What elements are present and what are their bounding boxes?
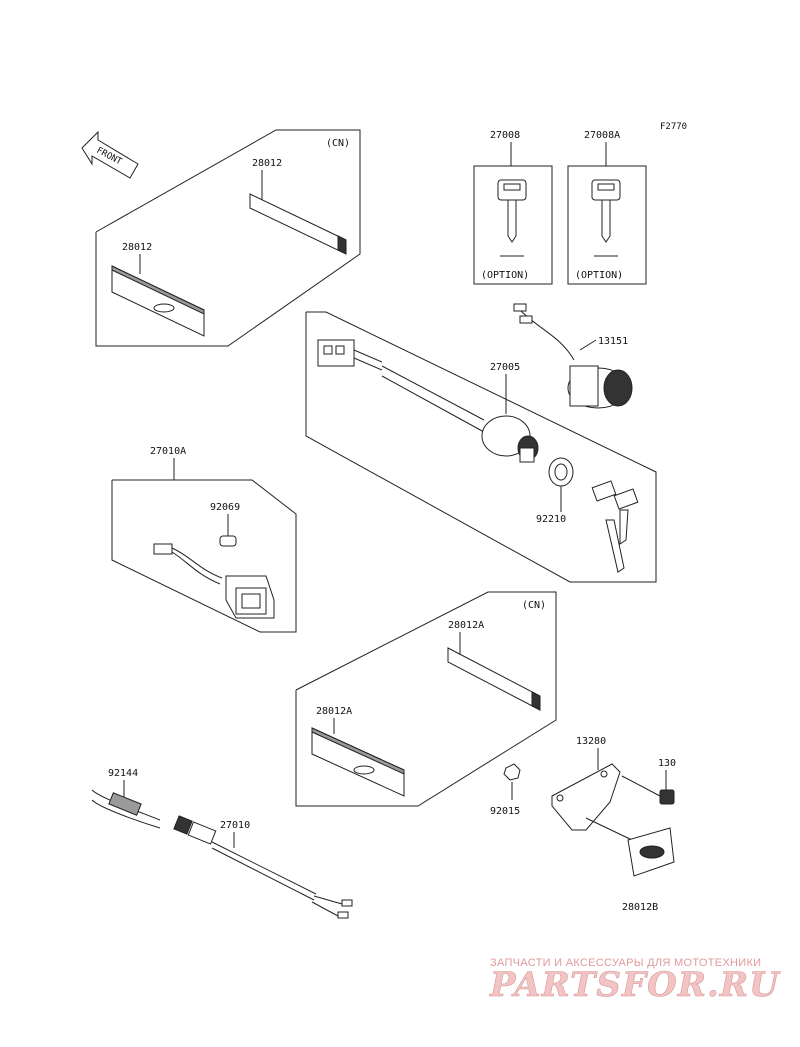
watermark-logo: PARTSFOR.RU xyxy=(489,965,781,1005)
key-box-27008 xyxy=(473,165,553,285)
part-label-92069: 92069 xyxy=(210,502,240,513)
part-label-28012: 28012 xyxy=(252,158,282,169)
key-pair-icon xyxy=(591,480,639,573)
part-label-13280: 13280 xyxy=(576,736,606,747)
reflector-28012b-icon xyxy=(627,827,675,877)
indicator-switch-icon xyxy=(153,543,275,619)
bulb-92069-icon xyxy=(219,535,237,547)
part-label-27010a: 27010A xyxy=(150,446,186,457)
option-label-2: (OPTION) xyxy=(575,270,623,281)
front-arrow-icon: FRONT xyxy=(81,130,139,179)
part-label-27005: 27005 xyxy=(490,362,520,373)
lamp-13151: 13151 xyxy=(513,303,633,409)
part-label-28012b: 28012B xyxy=(622,902,658,913)
reflector-28012-upper xyxy=(249,193,347,255)
region-cn-label-2: (CN) xyxy=(522,600,546,611)
group-bracket-13280: 13280 130 92015 28012B xyxy=(490,736,676,913)
spring-92144-icon xyxy=(91,789,161,829)
part-label-28012-left: 28012 xyxy=(122,242,152,253)
key-27008-icon xyxy=(497,179,527,243)
wire-harness-27010-icon xyxy=(173,815,353,919)
reflector-28012a-upper xyxy=(447,647,541,711)
bolt-130-icon xyxy=(621,775,675,805)
part-label-92210: 92210 xyxy=(536,514,566,525)
nut-92015-icon xyxy=(503,763,521,781)
part-label-28012a: 28012A xyxy=(448,620,484,631)
bracket-13280-icon xyxy=(551,763,621,831)
group-outline xyxy=(95,129,361,347)
group-27010a: 27010A 92069 xyxy=(111,446,297,633)
part-label-28012a-left: 28012A xyxy=(316,706,352,717)
group-keys-option: 27008 (OPTION) 27008A (OPTION) xyxy=(473,130,647,285)
watermark-tagline: ЗАПЧАСТИ И АКСЕССУАРЫ ДЛЯ МОТОТЕХНИКИ xyxy=(490,957,761,969)
group-outline xyxy=(295,591,557,807)
key-27008a-icon xyxy=(591,179,621,243)
part-label-27008a: 27008A xyxy=(584,130,620,141)
reflector-28012a-lower xyxy=(311,727,405,797)
option-label-1: (OPTION) xyxy=(481,270,529,281)
part-label-92015: 92015 xyxy=(490,806,520,817)
part-label-92144: 92144 xyxy=(108,768,138,779)
region-cn-label: (CN) xyxy=(326,138,350,149)
group-28012-cn: (CN) 28012 28012 xyxy=(95,129,361,347)
ignition-switch-body xyxy=(481,415,539,463)
ref-code: F2770 xyxy=(660,122,687,132)
group-harness-27010: 92144 27010 xyxy=(91,768,353,919)
part-label-13151: 13151 xyxy=(598,336,628,347)
connector-icon xyxy=(317,339,383,371)
group-ignition-switch: 27005 92210 xyxy=(305,311,657,583)
nut-92210-icon xyxy=(548,457,574,487)
group-outline xyxy=(305,311,657,583)
key-box-27008a xyxy=(567,165,647,285)
part-label-27010: 27010 xyxy=(220,820,250,831)
part-label-27008: 27008 xyxy=(490,130,520,141)
group-28012a-cn: (CN) 28012A 28012A xyxy=(295,591,557,807)
reflector-28012-lower xyxy=(111,265,205,337)
part-label-130: 130 xyxy=(658,758,676,769)
group-outline xyxy=(111,479,297,633)
